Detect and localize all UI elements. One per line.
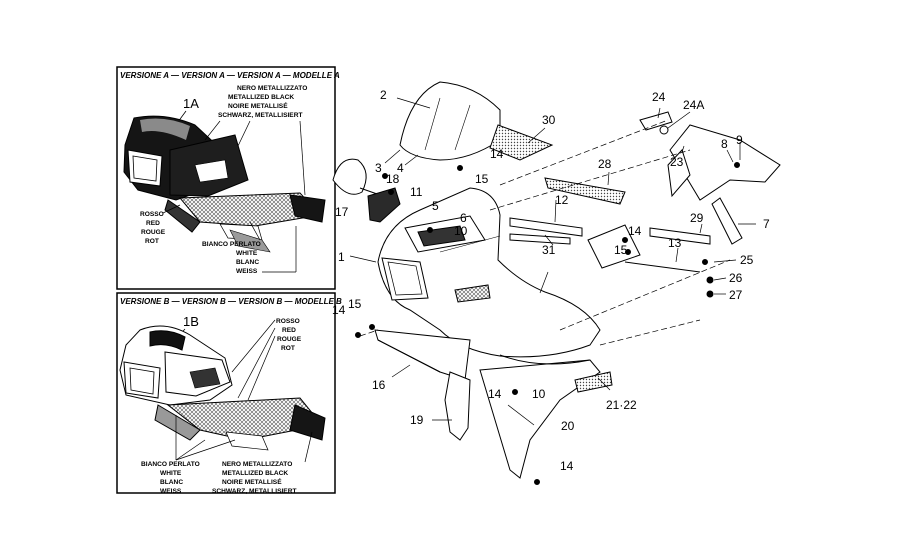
inset-a-fairing-drawing [123,115,326,253]
callout-27: 27 [729,288,743,302]
inset-a-black-line: NOIRE METALLISÉ [228,101,288,110]
callout-18: 18 [386,172,400,186]
mirror [332,158,367,195]
inset-b-black-label: NERO METALLIZZATO METALLIZED BLACK NOIRE… [212,461,297,495]
inset-b-black-line: METALLIZED BLACK [222,470,288,477]
callout-26: 26 [729,271,743,285]
callout-15-right: 15 [614,243,628,257]
inset-b-black-line: SCHWARZ, METALLISIERT [212,488,297,495]
inset-version-a: VERSIONE A — VERSION A — VERSION A — MOD… [116,66,340,290]
inset-b-red-line: ROSSO [276,318,300,325]
callout-14-left: 14 [332,303,346,317]
callout-23: 23 [670,155,684,169]
lower-panel-left [444,371,471,441]
callout-10-upper: 10 [454,224,468,238]
inset-b-black-line: NOIRE METALLISÉ [222,477,282,486]
bracket-21-22 [574,371,613,393]
inset-a-white-line: WEISS [236,268,258,275]
inset-b-part-label: 1B [183,314,199,329]
main-exploded-view [332,81,781,485]
inset-version-b: VERSIONE B — VERSION B — VERSION B — MOD… [116,292,342,495]
callout-25: 25 [740,253,754,267]
callout-6: 6 [460,211,467,225]
inset-a-red-label: ROSSO RED ROUGE ROT [140,211,166,245]
air-duct [367,187,401,223]
inset-a-red-line: ROUGE [141,229,166,236]
inset-b-fairing-drawing [119,325,326,451]
inset-b-black-line: NERO METALLIZZATO [222,461,292,468]
callout-14-top: 14 [490,147,504,161]
callout-7: 7 [763,217,770,231]
callout-13: 13 [668,236,682,250]
callout-16: 16 [372,378,386,392]
callout-30: 30 [542,113,556,127]
callout-8: 8 [721,137,728,151]
callout-24a: 24A [683,98,704,112]
screen-trim [489,124,554,161]
callout-12: 12 [555,193,569,207]
assembly-lines [359,119,731,346]
inset-a-black-line: NERO METALLIZZATO [237,85,307,92]
callout-31: 31 [542,243,556,257]
inset-b-red-label: ROSSO RED ROUGE ROT [276,318,302,352]
inset-a-white-line: WHITE [236,250,258,257]
inset-a-black-line: SCHWARZ, METALLISIERT [218,112,303,119]
callout-15-left: 15 [348,297,362,311]
inset-a-header: VERSIONE A — VERSION A — VERSION A — MOD… [120,71,340,80]
leader-lines [349,97,756,426]
inset-b-red-line: RED [282,327,296,334]
callout-19: 19 [410,413,424,427]
strip-29 [649,227,711,245]
callout-1: 1 [338,250,345,264]
inset-b-white-label: BIANCO PERLATO WHITE BLANC WEISS [141,461,200,495]
inset-a-red-line: ROSSO [140,211,164,218]
inset-b-white-line: BLANC [160,479,183,486]
inset-a-black-line: METALLIZED BLACK [228,94,294,101]
callout-21-22: 21·22 [606,398,637,412]
callout-numbers: 1 2 3 4 5 6 7 8 9 10 10 11 12 13 14 14 1… [332,88,770,473]
callout-28: 28 [598,157,612,171]
callout-10-lower: 10 [532,387,546,401]
inset-b-header: VERSIONE B — VERSION B — VERSION B — MOD… [120,297,342,306]
callout-9: 9 [736,133,743,147]
inset-b-red-line: ROT [281,345,295,352]
inner-bracket [587,224,641,269]
bracket-23 [667,149,691,198]
inset-b-red-line: ROUGE [277,336,302,343]
callout-5: 5 [432,199,439,213]
callout-14-bottom: 14 [560,459,574,473]
support-frame [669,124,781,201]
inset-a-black-label: NERO METALLIZZATO METALLIZED BLACK NOIRE… [218,85,307,119]
callout-2: 2 [380,88,387,102]
callout-20: 20 [561,419,575,433]
strip-28 [544,177,626,205]
windscreen [399,81,501,161]
lower-panel-right [479,359,601,479]
callout-15-top: 15 [475,172,489,186]
inset-a-white-label: BIANCO PERLATO WHITE BLANC WEISS [202,241,261,275]
inset-a-white-line: BIANCO PERLATO [202,241,261,248]
callout-11: 11 [410,185,423,199]
inset-b-frame [116,292,336,494]
callout-17: 17 [335,205,349,219]
inset-b-white-line: WHITE [160,470,182,477]
callout-3: 3 [375,161,382,175]
inset-b-white-line: BIANCO PERLATO [141,461,200,468]
inset-a-part-label: 1A [183,96,199,111]
callout-4: 4 [397,161,404,175]
callout-14-lower: 14 [488,387,502,401]
strip-12 [509,217,583,237]
strip-31 [509,233,571,245]
inset-a-red-line: RED [146,220,160,227]
inset-a-white-line: BLANC [236,259,259,266]
callout-24: 24 [652,90,666,104]
inset-a-red-line: ROT [145,238,159,245]
callout-14-right: 14 [628,224,642,238]
inset-b-white-line: WEISS [160,488,182,495]
callout-29: 29 [690,211,704,225]
screw-group [355,162,740,485]
